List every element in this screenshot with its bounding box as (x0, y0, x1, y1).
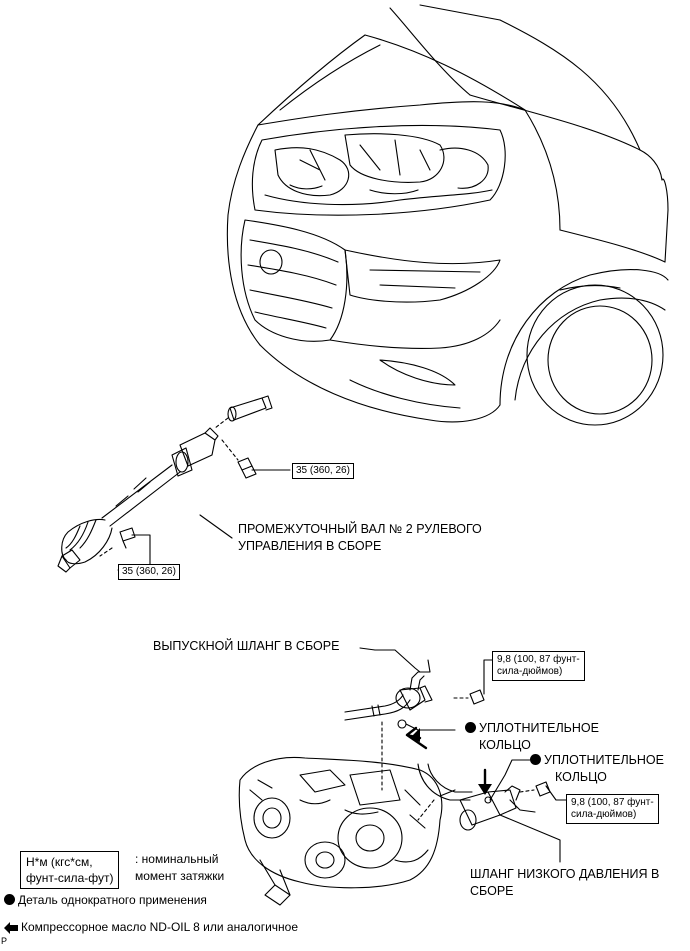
legend-torque-unit-line1: Н*м (кгс*см, (26, 855, 93, 869)
non-reusable-dot-icon (465, 722, 476, 733)
legend-compressor-oil: Компрессорное масло ND-OIL 8 или аналоги… (21, 919, 298, 936)
non-reusable-dot-icon (4, 894, 15, 905)
legend-arrow-glyph (4, 922, 18, 934)
legend-non-reusable: Деталь однократного применения (4, 892, 207, 909)
vehicle-front-illustration (226, 4, 669, 426)
oring-lower-line1: УПЛОТНИТЕЛЬНОЕ (544, 753, 664, 767)
intermediate-shaft-illustration (57, 395, 291, 573)
legend-torque-desc-line1: : номинальный (135, 852, 219, 866)
torque-shaft-upper: 35 (360, 26) (292, 463, 354, 479)
torque-discharge-line2: сила-дюймов) (497, 666, 563, 677)
torque-suction-line2: сила-дюймов) (571, 809, 637, 820)
discharge-hose-illustration (344, 647, 493, 791)
legend-torque-desc: : номинальный момент затяжки (135, 851, 224, 885)
suction-hose-label: ШЛАНГ НИЗКОГО ДАВЛЕНИЯ В СБОРЕ (470, 866, 659, 900)
torque-shaft-lower: 35 (360, 26) (118, 564, 180, 580)
discharge-hose-label: ВЫПУСКНОЙ ШЛАНГ В СБОРЕ (153, 639, 340, 653)
legend-compressor-oil-text: Компрессорное масло ND-OIL 8 или аналоги… (21, 920, 299, 934)
oring-lower-line2: КОЛЬЦО (555, 770, 607, 784)
legend-non-reusable-text: Деталь однократного применения (18, 893, 207, 907)
torque-discharge-line1: 9,8 (100, 87 фунт- (497, 654, 580, 665)
corner-mark: P (1, 936, 8, 946)
torque-suction-line1: 9,8 (100, 87 фунт- (571, 797, 654, 808)
legend-torque-unit-line2: фунт-сила-фут) (26, 871, 114, 885)
legend-torque-unit: Н*м (кгс*см, фунт-сила-фут) (20, 851, 120, 889)
oring-upper-line2: КОЛЬЦО (479, 738, 531, 752)
shaft-label: ПРОМЕЖУТОЧНЫЙ ВАЛ № 2 РУЛЕВОГО УПРАВЛЕНИ… (238, 521, 482, 555)
oring-lower-label: УПЛОТНИТЕЛЬНОЕ КОЛЬЦО (530, 752, 664, 786)
non-reusable-dot-icon (530, 754, 541, 765)
torque-discharge-box: 9,8 (100, 87 фунт- сила-дюймов) (492, 651, 585, 681)
shaft-label-line1: ПРОМЕЖУТОЧНЫЙ ВАЛ № 2 РУЛЕВОГО (238, 522, 482, 536)
suction-hose-line2: СБОРЕ (470, 884, 514, 898)
oring-upper-label: УПЛОТНИТЕЛЬНОЕ КОЛЬЦО (465, 720, 599, 754)
legend-torque-desc-line2: момент затяжки (135, 869, 225, 883)
suction-hose-illustration (417, 759, 567, 863)
shaft-label-line2: УПРАВЛЕНИЯ В СБОРЕ (238, 539, 382, 553)
torque-suction-box: 9,8 (100, 87 фунт- сила-дюймов) (566, 794, 659, 824)
suction-hose-line1: ШЛАНГ НИЗКОГО ДАВЛЕНИЯ В (470, 867, 660, 881)
engine-compressor-illustration (238, 756, 443, 906)
oring-upper-line1: УПЛОТНИТЕЛЬНОЕ (479, 721, 599, 735)
